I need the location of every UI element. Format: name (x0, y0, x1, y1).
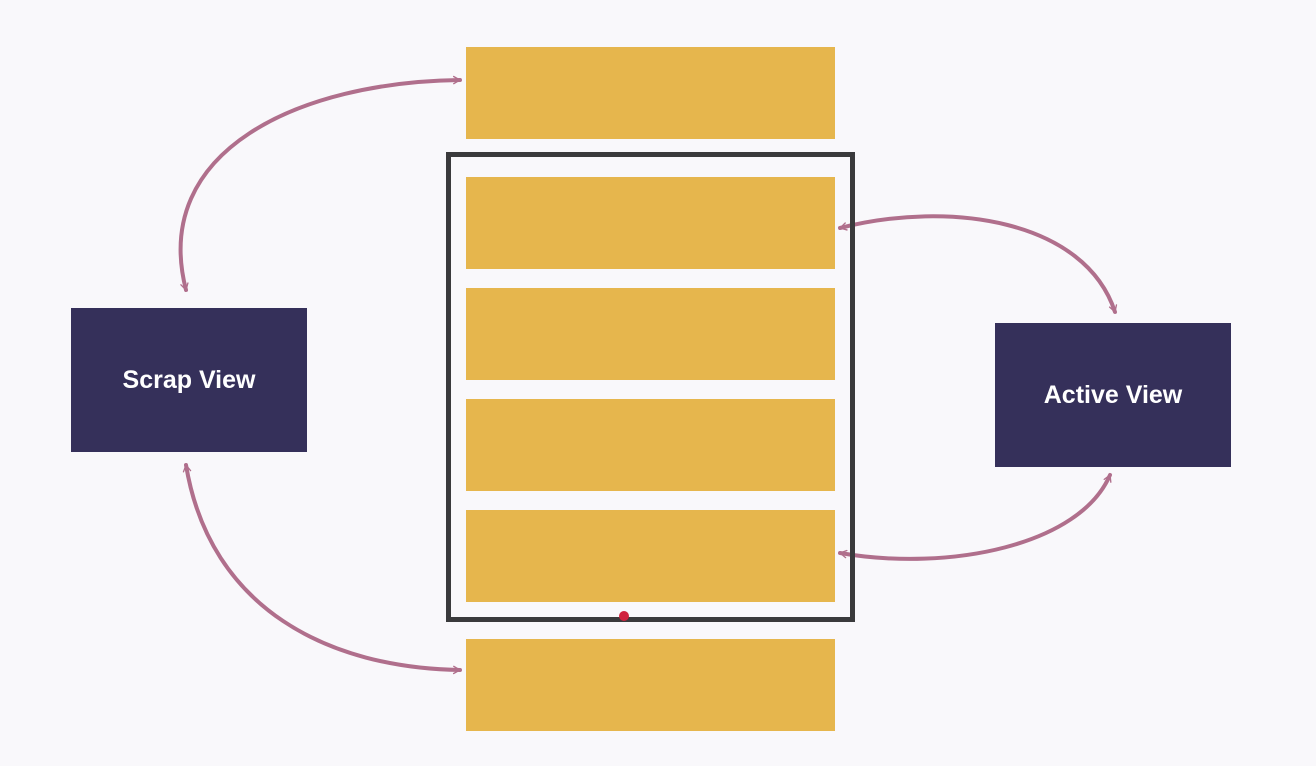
arrow-scrap-to-top-item (178, 75, 462, 292)
arrow-active-to-last-item (838, 473, 1112, 561)
visible-item (466, 177, 835, 269)
active-view-box: Active View (995, 323, 1231, 467)
scrap-view-box: Scrap View (71, 308, 307, 452)
active-view-label: Active View (1043, 380, 1183, 409)
visible-item (466, 510, 835, 602)
visible-item (466, 288, 835, 380)
offscreen-item-bottom (466, 639, 835, 731)
arrow-scrap-to-bottom-item (182, 463, 462, 675)
pointer-indicator (619, 611, 629, 621)
viewport-frame (446, 152, 855, 622)
offscreen-item-top (466, 47, 835, 139)
scrap-view-label: Scrap View (122, 365, 256, 394)
arrow-active-to-first-item (838, 214, 1118, 314)
visible-item (466, 399, 835, 491)
